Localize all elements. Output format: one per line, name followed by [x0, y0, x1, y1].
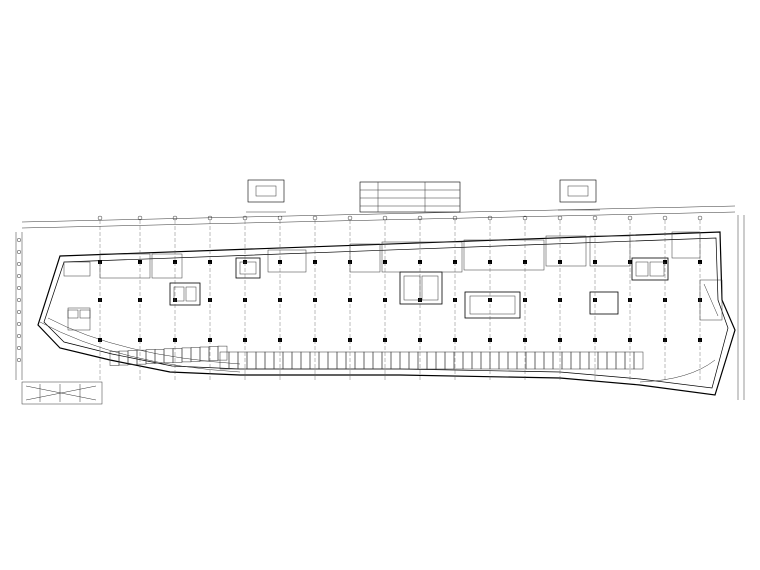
grid-axis-bubble — [242, 215, 248, 221]
upper-rooms — [99, 231, 701, 279]
parking-bay — [507, 351, 518, 370]
parking-bay — [426, 351, 437, 370]
parking-bay — [318, 351, 329, 370]
parking-bay — [154, 349, 165, 364]
ramp-arcs — [39, 317, 716, 383]
parking-bay — [543, 351, 554, 370]
parking-bay — [579, 351, 590, 370]
grid-axis-bubble — [16, 357, 22, 363]
top-dimension-line — [21, 205, 736, 229]
core-left — [169, 257, 261, 306]
grid-axis-bubble — [277, 215, 283, 221]
parking-bay — [181, 347, 192, 363]
parking-bay — [291, 351, 302, 370]
grid-axis-bubble — [16, 273, 22, 279]
building-outline — [37, 231, 736, 396]
grid-axis-markers — [16, 215, 703, 380]
parking-bay — [435, 351, 446, 370]
grid-axis-bubble — [662, 215, 668, 221]
grid-axis-bubble — [16, 237, 22, 243]
grid-axis-bubble — [382, 215, 388, 221]
grid-axis-bubble — [16, 297, 22, 303]
core-right — [589, 257, 669, 315]
parking-bay — [136, 349, 147, 365]
parking-bay — [606, 351, 617, 370]
parking-bay — [381, 351, 392, 370]
parking-bay — [199, 346, 210, 362]
right-dimension-line — [737, 215, 745, 400]
parking-bay — [300, 351, 311, 370]
grid-axis-bubble — [97, 215, 103, 221]
parking-bay — [552, 351, 563, 370]
parking-bay — [561, 351, 572, 370]
left-dimension-line — [15, 232, 23, 380]
grid-axis-bubble — [16, 345, 22, 351]
inset-notes-table — [359, 181, 461, 213]
left-rooms — [63, 261, 91, 331]
grid-axis-bubble — [592, 215, 598, 221]
parking-bay — [255, 351, 266, 370]
parking-bay — [498, 351, 509, 370]
grid-axis-bubble — [487, 215, 493, 221]
parking-bay — [471, 351, 482, 370]
right-ramp — [699, 279, 723, 321]
parking-bay — [345, 351, 356, 370]
parking-bays — [109, 345, 644, 370]
parking-bay — [390, 351, 401, 370]
parking-bay — [336, 351, 347, 370]
legend-block — [21, 381, 103, 405]
parking-bay — [588, 351, 599, 370]
grid-axis-bubble — [16, 261, 22, 267]
parking-bay — [208, 346, 219, 361]
grid-axis-bubble — [16, 285, 22, 291]
grid-axis-bubble — [16, 333, 22, 339]
parking-bay — [408, 351, 419, 370]
parking-bay — [489, 351, 500, 370]
grid-axis-bubble — [16, 249, 22, 255]
grid-axis-bubble — [172, 215, 178, 221]
grid-axis-bubble — [557, 215, 563, 221]
parking-bay — [453, 351, 464, 370]
parking-bay — [444, 351, 455, 370]
inset-key-plan-right — [558, 179, 600, 211]
parking-bay — [372, 351, 383, 370]
grid-axis-bubble — [312, 215, 318, 221]
parking-bay — [570, 351, 581, 370]
parking-bay — [480, 351, 491, 370]
parking-bay — [615, 351, 626, 370]
parking-bay — [273, 351, 284, 370]
parking-bay — [309, 351, 320, 370]
parking-bay — [363, 351, 374, 370]
parking-bay — [597, 351, 608, 370]
parking-bay — [624, 351, 635, 370]
parking-bay — [228, 351, 239, 370]
parking-bay — [354, 351, 365, 370]
parking-bay — [534, 351, 545, 370]
grid-axis-bubble — [417, 215, 423, 221]
parking-bay — [327, 351, 338, 370]
parking-bay — [525, 351, 536, 370]
parking-bay — [237, 351, 248, 370]
grid-axis-bubble — [347, 215, 353, 221]
grid-axis-bubble — [697, 215, 703, 221]
parking-bay — [399, 351, 410, 370]
parking-bay — [417, 351, 428, 370]
parking-bay — [217, 345, 228, 361]
parking-bay — [246, 351, 257, 370]
parking-bay — [282, 351, 293, 370]
parking-bay — [462, 351, 473, 370]
parking-bay — [172, 348, 183, 363]
core-center — [399, 271, 521, 319]
parking-bay — [219, 351, 230, 370]
grid-axis-bubble — [16, 321, 22, 327]
parking-bay — [264, 351, 275, 370]
inset-key-plan-left — [246, 179, 286, 213]
parking-bay — [516, 351, 527, 370]
grid-axis-bubble — [16, 309, 22, 315]
parking-bay — [633, 351, 644, 370]
grid-axis-bubble — [452, 215, 458, 221]
grid-axis-bubble — [627, 215, 633, 221]
